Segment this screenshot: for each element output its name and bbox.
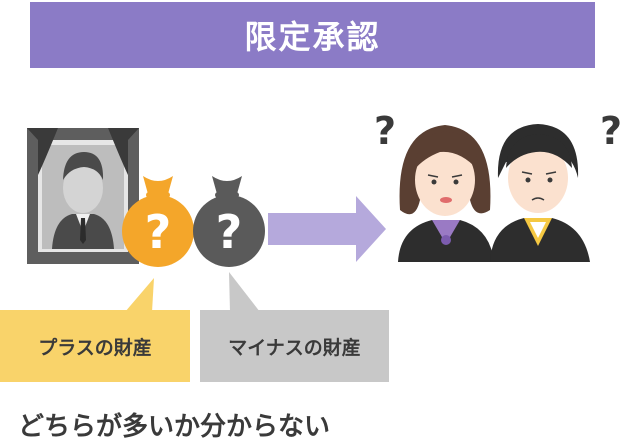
minus-assets-text: マイナスの財産: [228, 336, 361, 359]
plus-money-bag-icon: ?: [122, 176, 194, 267]
minus-assets-label: マイナスの財産: [200, 310, 389, 382]
right-arrow-icon: [268, 196, 386, 262]
svg-text:?: ?: [216, 205, 243, 259]
plus-assets-label: プラスの財産: [0, 310, 190, 382]
caption-text: どちらが多いか分からない: [18, 412, 331, 442]
question-mark-icon: ?: [374, 109, 396, 153]
memorial-portrait-icon: [27, 128, 139, 264]
plus-label-pointer: [125, 278, 154, 312]
title-banner: 限定承認: [30, 2, 595, 68]
question-mark-icon: ?: [600, 109, 622, 153]
worried-man-icon: [490, 124, 590, 262]
page-title: 限定承認: [244, 18, 381, 56]
minus-money-bag-icon: ?: [193, 176, 265, 267]
svg-text:?: ?: [145, 205, 172, 259]
minus-label-pointer: [229, 272, 260, 312]
worried-woman-icon: [398, 125, 494, 262]
plus-assets-text: プラスの財産: [38, 336, 152, 359]
